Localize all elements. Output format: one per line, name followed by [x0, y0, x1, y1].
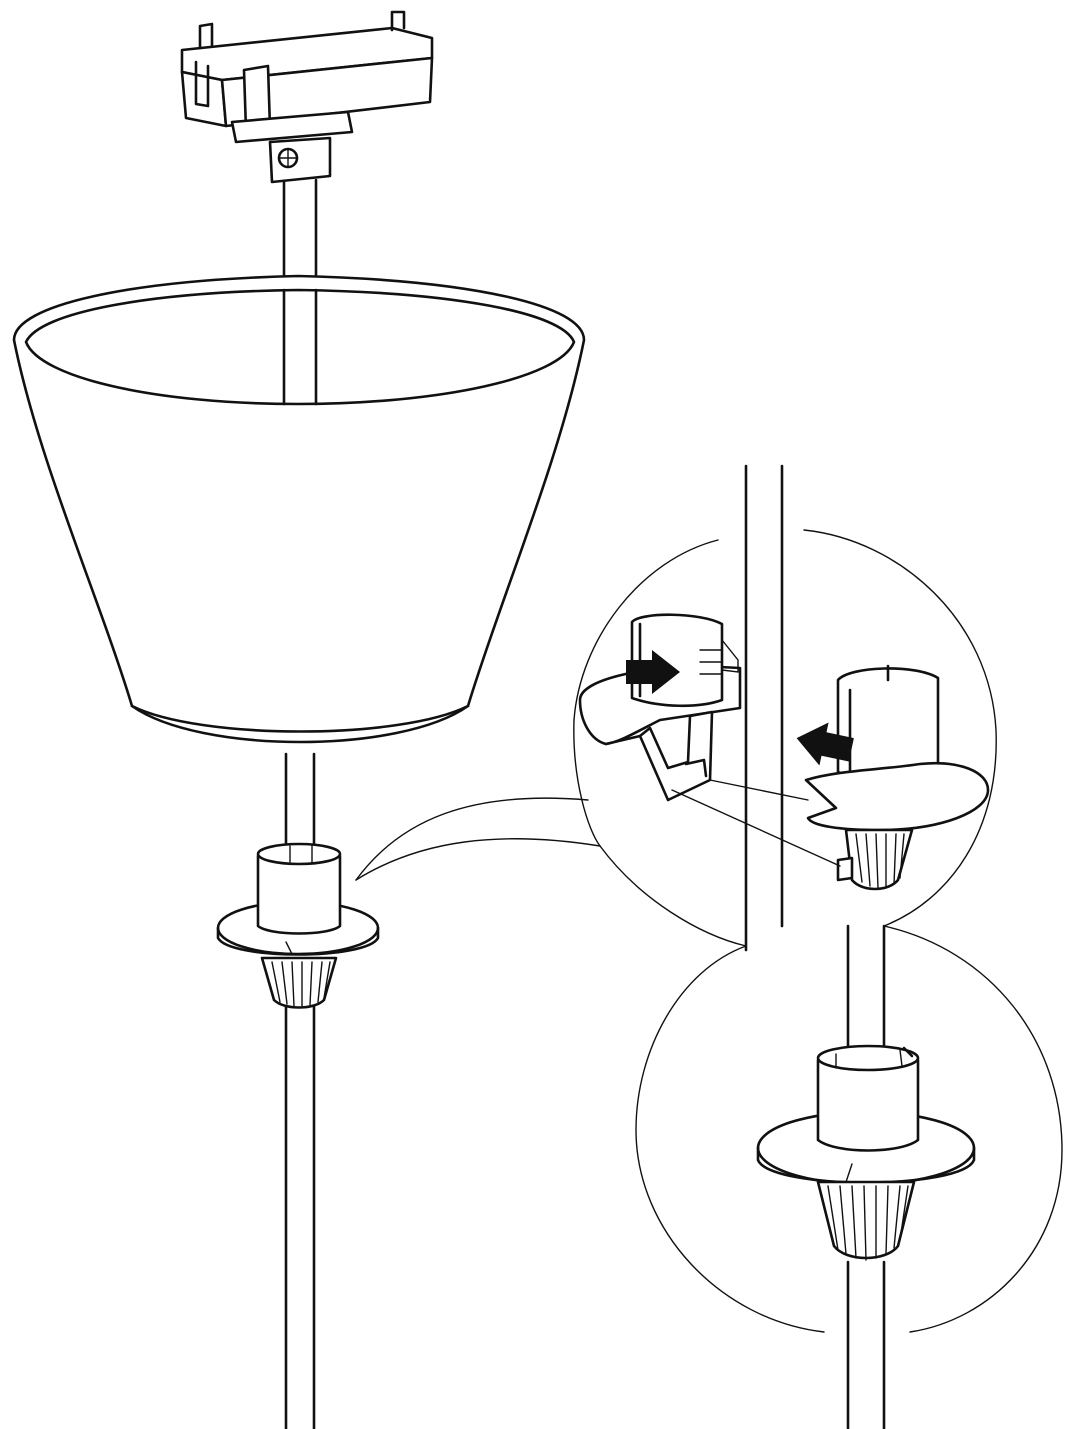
- split-collar-stopper: [216, 842, 380, 956]
- push-right-arrow-icon: [626, 650, 680, 694]
- pendant-rod-lower: [284, 752, 316, 1429]
- lamp-shade: [12, 274, 586, 744]
- detail-closed-collar: [635, 924, 1063, 1429]
- push-left-arrow-icon: [796, 722, 854, 766]
- track-adapter: [180, 10, 434, 184]
- detail-open-collar: [573, 464, 997, 952]
- knurled-cone-nut: [260, 956, 338, 1009]
- callout-pointer: [355, 797, 601, 881]
